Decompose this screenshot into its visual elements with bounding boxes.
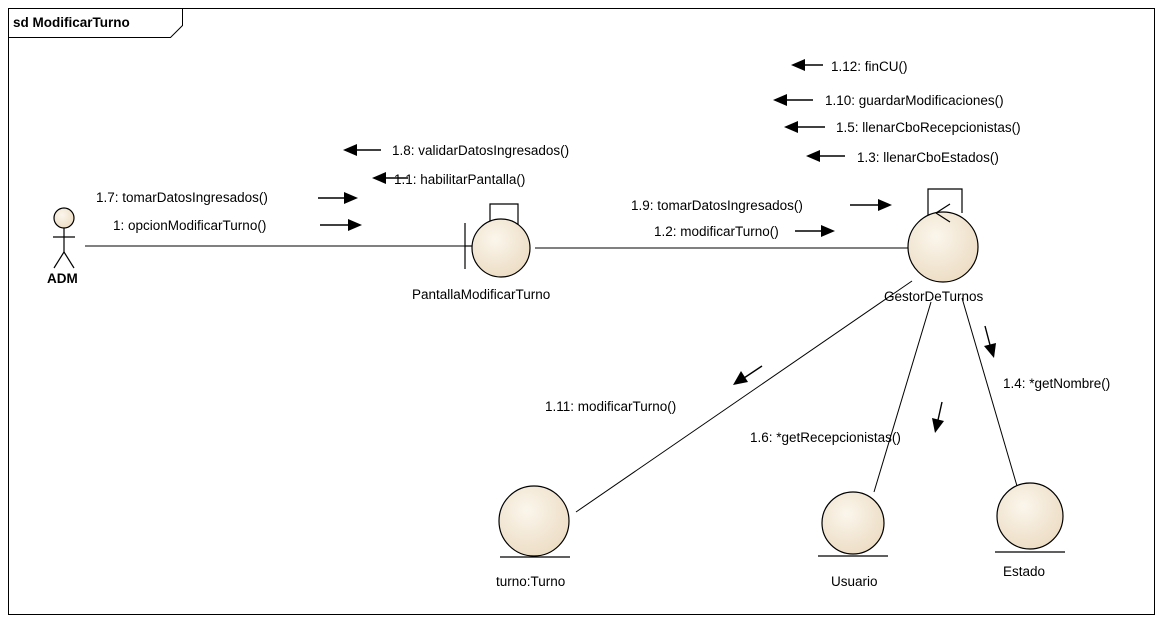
- message-1-arrow: [320, 219, 362, 231]
- link-control-usuario: [873, 301, 932, 493]
- message-arrows: [318, 59, 996, 433]
- message-1-9-arrow: [850, 199, 892, 211]
- frame-title-tab: [8, 8, 183, 38]
- links: [85, 245, 1018, 513]
- control-label: GestorDeTurnos: [884, 289, 984, 304]
- message-1-11-label: 1.11: modificarTurno(): [545, 399, 676, 414]
- entity-circle: [996, 482, 1064, 550]
- message-1-9-label: 1.9: tomarDatosIngresados(): [631, 198, 803, 213]
- control-self-loop: [927, 188, 963, 215]
- entity-label: Estado: [1003, 564, 1045, 579]
- message-1-10-arrow: [773, 94, 813, 106]
- message-1-8-arrow: [343, 144, 381, 156]
- message-1-4-label: 1.4: *getNombre(): [1003, 376, 1110, 391]
- control-arrow-mark: [935, 203, 951, 223]
- frame-title: sd ModificarTurno: [13, 15, 130, 30]
- message-1-5-label: 1.5: llenarCboRecepcionistas(): [836, 120, 1021, 135]
- message-1-3-label: 1.3: llenarCboEstados(): [857, 150, 999, 165]
- actor-label: ADM: [47, 271, 78, 286]
- actor-head: [53, 207, 75, 229]
- link-control-turno: [575, 280, 913, 513]
- message-1-2-label: 1.2: modificarTurno(): [654, 224, 779, 239]
- boundary-label: PantallaModificarTurno: [412, 287, 550, 302]
- message-labels: 1: opcionModificarTurno() 1.1: habilitar…: [96, 59, 1110, 445]
- message-1-6-label: 1.6: *getRecepcionistas(): [750, 430, 901, 445]
- entity-label: Usuario: [831, 574, 878, 589]
- message-1-4-arrow: [984, 325, 996, 358]
- message-1-12-label: 1.12: finCU(): [831, 59, 908, 74]
- diagram-frame: [8, 8, 1155, 615]
- message-1-3-arrow: [806, 150, 845, 162]
- entity-label: turno:Turno: [496, 574, 565, 589]
- actor-adm[interactable]: ADM: [47, 207, 78, 286]
- message-1-12-arrow: [791, 59, 823, 71]
- message-1-8-label: 1.8: validarDatosIngresados(): [392, 143, 569, 158]
- entity-circle: [821, 491, 885, 555]
- boundary-object-pantalla[interactable]: PantallaModificarTurno: [412, 203, 550, 302]
- message-1-11-arrow: [733, 365, 763, 385]
- boundary-circle: [471, 218, 531, 278]
- message-1-7-label: 1.7: tomarDatosIngresados(): [96, 190, 268, 205]
- entity-circle: [498, 485, 570, 557]
- message-1-5-arrow: [784, 121, 825, 133]
- control-circle: [907, 211, 979, 283]
- message-1-6-arrow: [932, 401, 944, 433]
- entity-object-usuario[interactable]: Usuario: [818, 491, 888, 589]
- boundary-self-loop: [489, 203, 519, 225]
- message-1-10-label: 1.10: guardarModificaciones(): [825, 93, 1004, 108]
- message-1-2-arrow: [795, 225, 835, 237]
- message-1-7-arrow: [318, 192, 358, 204]
- entity-object-estado[interactable]: Estado: [995, 482, 1065, 579]
- link-control-estado: [961, 297, 1018, 487]
- control-object-gestor[interactable]: GestorDeTurnos: [884, 188, 984, 304]
- actor-left-leg: [53, 251, 65, 269]
- message-1-1-arrow: [372, 172, 408, 184]
- message-1-label: 1: opcionModificarTurno(): [113, 218, 266, 233]
- entity-object-turno[interactable]: turno:Turno: [496, 485, 570, 589]
- message-1-1-label: 1.1: habilitarPantalla(): [394, 172, 525, 187]
- actor-right-leg: [63, 251, 75, 269]
